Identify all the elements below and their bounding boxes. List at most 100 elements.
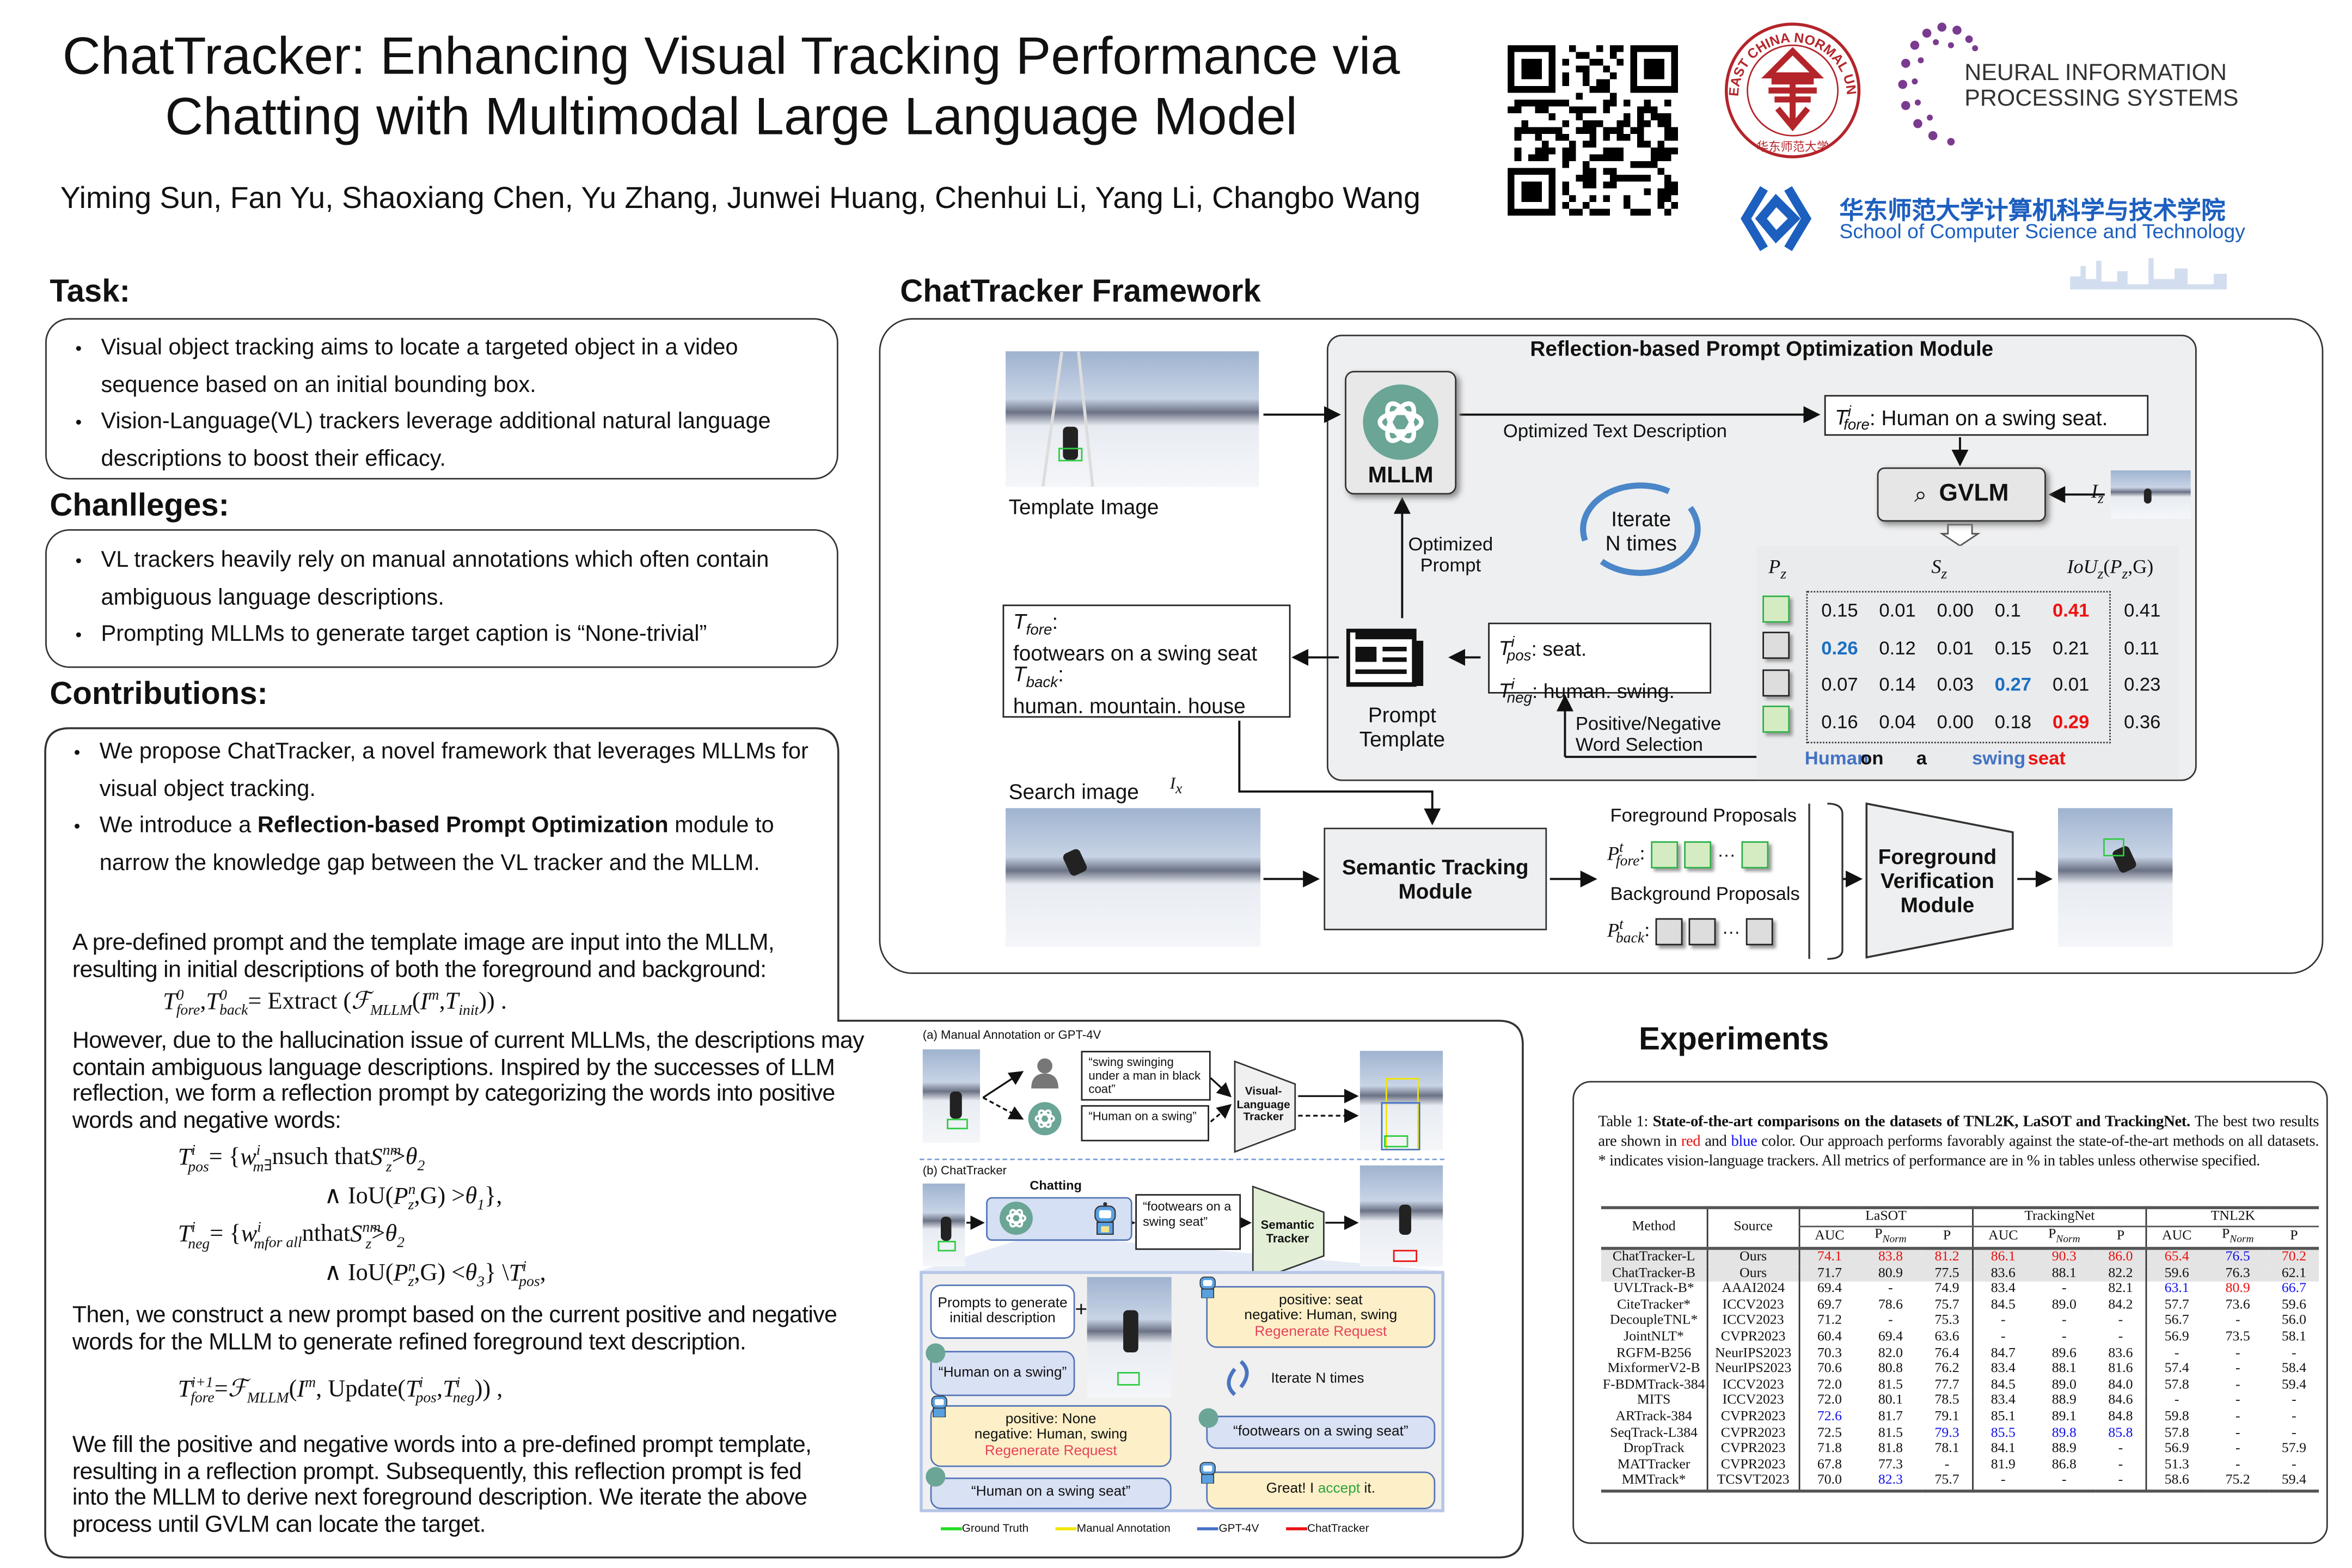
- metric-cell: 74.1: [1798, 1248, 1859, 1266]
- metric-header: PNorm: [2048, 1227, 2080, 1245]
- text: Semantic Tracker: [1260, 1218, 1315, 1246]
- metric-cell: 69.7: [1798, 1297, 1859, 1314]
- formula-token: = {: [210, 1221, 241, 1248]
- formula-token: (: [412, 989, 420, 1015]
- legend-swatch: [1286, 1527, 1308, 1530]
- word-selection-label: Positive/Negative Word Selection: [1576, 713, 1721, 756]
- foreground-proposal-chip: [1762, 706, 1790, 733]
- chatting-box: [986, 1197, 1132, 1241]
- metric-cell: 70.3: [1798, 1345, 1859, 1362]
- comparison-a-input-image: [922, 1049, 980, 1143]
- formula-token: (: [289, 1376, 297, 1402]
- contributions-heading: Contributions:: [50, 677, 268, 712]
- text: Verification: [1880, 868, 1994, 893]
- score-cell: 0.01: [1937, 637, 1974, 659]
- metric-cell: -: [2062, 1282, 2067, 1297]
- formula-token: : Human on a swing seat.: [1869, 405, 2108, 430]
- metric-cell: 85.8: [2108, 1425, 2133, 1441]
- formula-token: : seat.: [1531, 636, 1587, 660]
- equation-negative-words-2: ∧ IoU(Pnz, G) < θ3} \ Tipos,: [324, 1258, 546, 1291]
- metric-cell: -: [2292, 1345, 2296, 1361]
- title-line-1: ChatTracker: Enhancing Visual Tracking P…: [62, 27, 1400, 86]
- background-proposal-chip: [1746, 918, 1774, 946]
- gvlm-block: ⌕ GVLM: [1877, 467, 2046, 522]
- method-cell: DropTrack: [1623, 1441, 1685, 1457]
- foreground-proposal-chip: [1741, 841, 1769, 868]
- metric-cell: 80.8: [1878, 1362, 1903, 1377]
- source-cell: AAAI2024: [1706, 1282, 1799, 1298]
- experiments-heading: Experiments: [1639, 1022, 1829, 1057]
- metric-cell: 60.4: [1798, 1330, 1859, 1346]
- formula-token: ,: [2128, 555, 2133, 578]
- metric-cell: 82.3: [1878, 1473, 1903, 1489]
- metric-cell: 81.9: [1972, 1457, 2033, 1474]
- metric-cell: 58.6: [2146, 1473, 2207, 1491]
- metric-cell: 84.6: [2108, 1393, 2133, 1409]
- legend-label: Manual Annotation: [1076, 1521, 1171, 1535]
- formula-token: θ1: [465, 1183, 485, 1214]
- school-logo: 华东师范大学计算机科学与技术学院 School of Computer Scie…: [1734, 166, 2277, 290]
- metric-cell: 83.4: [1972, 1282, 2033, 1298]
- text: Positive/Negative: [1575, 713, 1722, 734]
- text: and: [1700, 1134, 1731, 1150]
- metric-cell: 77.7: [1934, 1377, 1959, 1393]
- text: Foreground: [1878, 844, 1997, 869]
- metric-cell: 58.1: [2281, 1330, 2306, 1345]
- metric-cell: 75.7: [1934, 1297, 1959, 1313]
- framework-heading: ChatTracker Framework: [900, 274, 1261, 309]
- source-cell: CVPR2023: [1706, 1425, 1799, 1442]
- metric-cell: -: [2146, 1393, 2207, 1410]
- metric-cell: 57.8: [2146, 1377, 2207, 1394]
- metric-cell: 66.7: [2281, 1282, 2306, 1297]
- caption-word: on: [1860, 748, 1884, 769]
- metric-cell: 71.8: [1798, 1441, 1859, 1458]
- metric-cell: 83.6: [1972, 1266, 2033, 1282]
- metric-cell: 89.0: [2051, 1297, 2077, 1313]
- metric-cell: 59.6: [2281, 1297, 2306, 1313]
- metric-cell: 85.1: [1972, 1410, 2033, 1426]
- metric-cell: 76.3: [2225, 1266, 2250, 1281]
- metric-cell: -: [2062, 1330, 2067, 1345]
- method-cell: ChatTracker-B: [1612, 1266, 1696, 1281]
- method-cell: ARTrack-384: [1615, 1410, 1692, 1425]
- method-cell: F-BDMTrack-384: [1602, 1377, 1705, 1393]
- text: blue: [1731, 1134, 1757, 1150]
- qr-code[interactable]: [1508, 45, 1679, 216]
- tneg-label: Tineg: human. swing.: [1499, 671, 1701, 714]
- metric-cell: -: [2062, 1314, 2067, 1329]
- equation-refined-description: Ti+1fore = ℱMLLM (Im, Update(Tipos, Tine…: [178, 1374, 503, 1407]
- template-image: [1006, 351, 1259, 487]
- iterate-line-1: Iterate: [1611, 506, 1671, 531]
- metric-cell: -: [1888, 1314, 1893, 1329]
- score-cell: 0.03: [1937, 674, 1974, 696]
- score-cell: 0.26: [1821, 637, 1858, 659]
- iou-cell: 0.11: [2124, 637, 2159, 659]
- metric-cell: -: [2235, 1457, 2240, 1473]
- text: Prompt: [1368, 702, 1436, 727]
- comparison-a-label: (a) Manual Annotation or GPT-4V: [922, 1028, 1101, 1042]
- method-cell: JointNLT*: [1624, 1330, 1684, 1345]
- task-heading: Task:: [50, 274, 131, 309]
- formula-token: Pz: [1768, 555, 1787, 583]
- comparison-b-input-image: [922, 1183, 965, 1267]
- optimized-prompt-label: Optimized Prompt: [1408, 534, 1493, 576]
- caption-word: a: [1916, 748, 1927, 769]
- module-name-bold: Reflection-based Prompt Optimization: [257, 812, 669, 838]
- source-cell: Ours: [1706, 1266, 1799, 1282]
- metric-cell: 82.0: [1878, 1345, 1903, 1361]
- formula-token: Snmz: [350, 1220, 381, 1252]
- metric-cell: 56.9: [2146, 1330, 2207, 1346]
- source-cell: CVPR2023: [1706, 1330, 1799, 1346]
- school-name-en: School of Computer Science and Technolog…: [1839, 220, 2245, 243]
- openai-icon: [1198, 1408, 1218, 1428]
- metric-cell: -: [2146, 1345, 2207, 1362]
- formula-token: ) <: [437, 1260, 465, 1287]
- caption-title: State-of-the-art comparisons on the data…: [1652, 1114, 2191, 1131]
